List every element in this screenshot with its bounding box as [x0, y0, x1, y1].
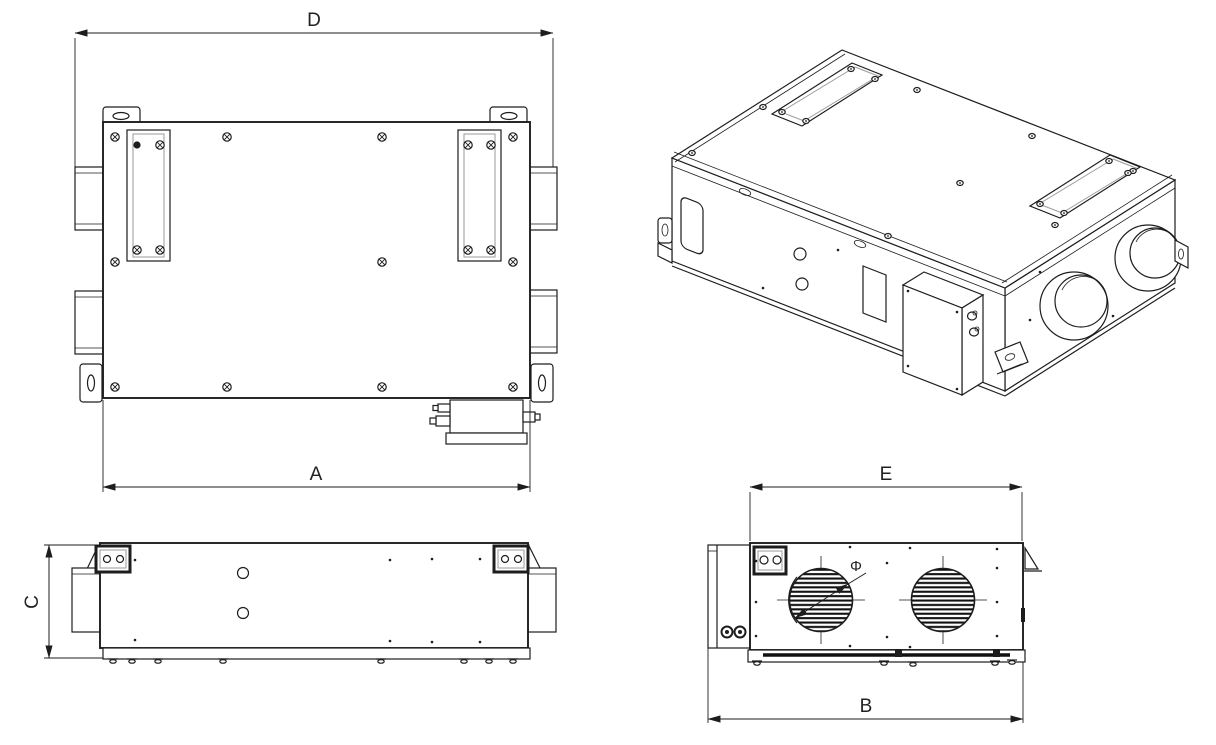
iso-mounting-rail-2 — [1028, 154, 1142, 219]
iso-right-face-details — [1028, 238, 1189, 322]
fan-grille-right — [899, 556, 987, 644]
iso-mounting-rail-1 — [770, 62, 884, 127]
diameter-symbol: Φ — [850, 558, 862, 575]
iso-corner-bracket — [994, 341, 1029, 375]
iso-left-tab — [657, 217, 673, 264]
dimension-c: C — [22, 544, 103, 659]
dimension-e: E — [749, 464, 1023, 541]
mounting-tabs — [79, 106, 554, 403]
junction-box-top-view — [429, 399, 541, 445]
screw — [486, 245, 496, 255]
base-rail-side-view — [102, 647, 531, 664]
screw — [155, 140, 165, 150]
corner-bracket-left — [94, 544, 132, 574]
dim-label-b: B — [860, 696, 873, 717]
side-holes — [133, 557, 482, 644]
corner-flap-right — [1021, 545, 1042, 622]
mounting-rail-right — [457, 129, 502, 262]
unit-body-side — [99, 542, 529, 649]
dim-label-a: A — [310, 464, 323, 485]
screw — [132, 245, 142, 255]
iso-duct-collar-2 — [1114, 224, 1182, 292]
dim-label-d: D — [307, 10, 321, 31]
isometric-view — [657, 49, 1189, 397]
iso-front-details — [680, 188, 887, 323]
iso-junction-box — [901, 271, 985, 397]
corner-bracket-right — [492, 544, 530, 574]
front-view: E — [707, 464, 1042, 723]
dimension-d: D — [74, 10, 554, 170]
screw — [155, 245, 165, 255]
dimension-a: A — [102, 400, 531, 492]
corner-bracket-front — [752, 545, 788, 576]
mounting-rail-left — [126, 129, 171, 262]
dim-label-e: E — [880, 464, 893, 485]
base-rail-front-view — [747, 649, 1026, 667]
unit-body-top — [102, 121, 531, 399]
diameter-leader: Φ — [794, 558, 867, 619]
screw — [463, 140, 473, 150]
duct-stubs-side-view — [71, 545, 557, 633]
screw — [463, 245, 473, 255]
junction-box-front-view — [707, 544, 751, 649]
screw — [486, 140, 496, 150]
top-view: D — [74, 10, 558, 492]
dimension-b: B — [707, 648, 1024, 723]
side-view: C — [22, 542, 557, 664]
dim-label-c: C — [22, 595, 43, 609]
iso-duct-collar-1 — [1039, 271, 1109, 341]
